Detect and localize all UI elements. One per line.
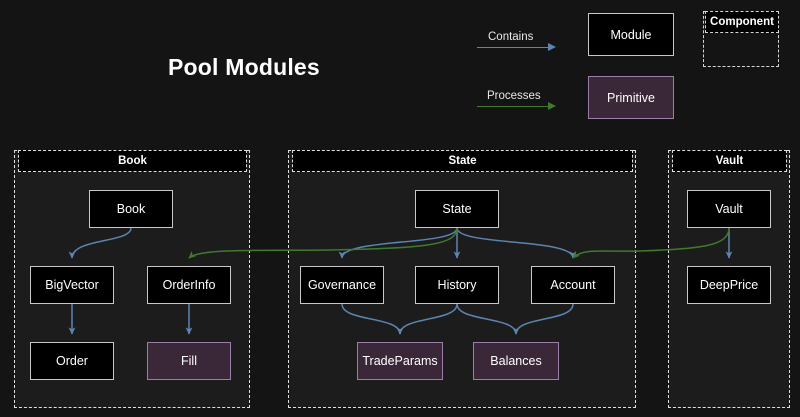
- legend-processes-arrow-icon: [548, 102, 556, 110]
- node-bigvector[interactable]: BigVector: [30, 266, 114, 304]
- container-book-label: Book: [18, 150, 247, 172]
- legend-processes-label: Processes: [487, 90, 541, 102]
- legend-contains-label: Contains: [488, 31, 534, 43]
- legend-module-sample: Module: [588, 13, 674, 56]
- legend-contains-arrow-icon: [548, 43, 556, 51]
- legend-contains-line: [477, 47, 549, 48]
- node-book[interactable]: Book: [89, 190, 173, 228]
- node-balances[interactable]: Balances: [473, 342, 559, 380]
- node-vault[interactable]: Vault: [687, 190, 771, 228]
- legend-processes-line: [477, 106, 549, 107]
- node-fill[interactable]: Fill: [147, 342, 231, 380]
- node-governance[interactable]: Governance: [300, 266, 384, 304]
- container-state-label: State: [292, 150, 633, 172]
- page-title: Pool Modules: [168, 54, 320, 80]
- node-order[interactable]: Order: [30, 342, 114, 380]
- legend-component-label: Component: [705, 11, 779, 33]
- node-orderinfo[interactable]: OrderInfo: [147, 266, 231, 304]
- node-deepprice[interactable]: DeepPrice: [687, 266, 771, 304]
- node-tradeparams[interactable]: TradeParams: [357, 342, 443, 380]
- container-vault-label: Vault: [672, 150, 787, 172]
- node-account[interactable]: Account: [531, 266, 615, 304]
- legend-primitive-sample: Primitive: [588, 76, 674, 119]
- node-history[interactable]: History: [415, 266, 499, 304]
- node-state[interactable]: State: [415, 190, 499, 228]
